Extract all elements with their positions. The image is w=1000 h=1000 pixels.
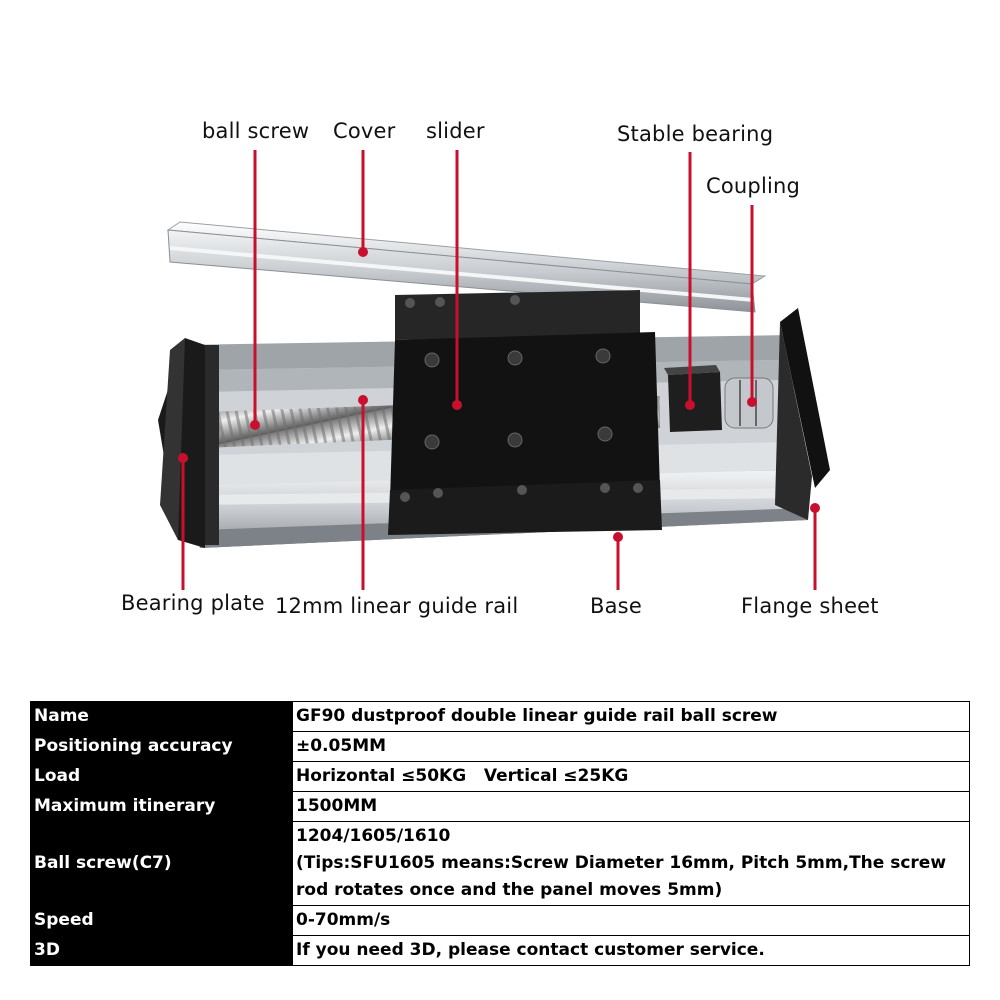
callout-dots: [178, 247, 820, 542]
spec-value: If you need 3D, please contact customer …: [292, 935, 970, 966]
spec-key: Speed: [30, 905, 293, 936]
linear-module-illustration: [158, 150, 830, 590]
label-guide-rail: 12mm linear guide rail: [275, 594, 519, 618]
label-stable-bearing: Stable bearing: [617, 122, 774, 146]
label-bearing-plate: Bearing plate: [121, 591, 265, 615]
label-coupling: Coupling: [706, 174, 801, 198]
label-flange-sheet: Flange sheet: [741, 594, 879, 618]
spec-row: Name GF90 dustproof double linear guide …: [30, 701, 970, 732]
spec-value: 0-70mm/s: [292, 905, 970, 936]
spec-value: Horizontal ≤50KG Vertical ≤25KG: [292, 761, 970, 792]
spec-row: Positioning accuracy ±0.05MM: [30, 731, 970, 762]
label-base: Base: [590, 594, 642, 618]
spec-row: Speed 0-70mm/s: [30, 905, 970, 936]
spec-value: ±0.05MM: [292, 731, 970, 762]
spec-value: 1204/1605/1610 (Tips:SFU1605 means:Screw…: [292, 821, 970, 906]
spec-value-main: 1204/1605/1610: [296, 826, 451, 846]
label-slider: slider: [426, 119, 485, 143]
spec-key: Load: [30, 761, 293, 792]
flange-plate-right: [775, 308, 830, 520]
spec-key: 3D: [30, 935, 293, 966]
slider-carriage: [388, 290, 662, 535]
spec-key: Name: [30, 701, 293, 732]
bearing-plate-left: [158, 338, 219, 548]
stable-bearing-block: [664, 365, 722, 432]
spec-row: 3D If you need 3D, please contact custom…: [30, 935, 970, 966]
label-cover: Cover: [333, 119, 396, 143]
spec-table: Name GF90 dustproof double linear guide …: [30, 701, 970, 966]
product-diagram: ball screw Cover slider Stable bearing C…: [121, 119, 879, 618]
spec-value-note: (Tips:SFU1605 means:Screw Diameter 16mm,…: [296, 853, 947, 900]
spec-row: Load Horizontal ≤50KG Vertical ≤25KG: [30, 761, 970, 792]
spec-row: Ball screw(C7) 1204/1605/1610 (Tips:SFU1…: [30, 821, 970, 906]
spec-key: Ball screw(C7): [30, 821, 293, 906]
spec-row: Maximum itinerary 1500MM: [30, 791, 970, 822]
spec-key: Maximum itinerary: [30, 791, 293, 822]
callout-lines: [181, 150, 817, 590]
spec-value: 1500MM: [292, 791, 970, 822]
label-ball-screw: ball screw: [202, 119, 310, 143]
spec-key: Positioning accuracy: [30, 731, 293, 762]
spec-value: GF90 dustproof double linear guide rail …: [292, 701, 970, 732]
